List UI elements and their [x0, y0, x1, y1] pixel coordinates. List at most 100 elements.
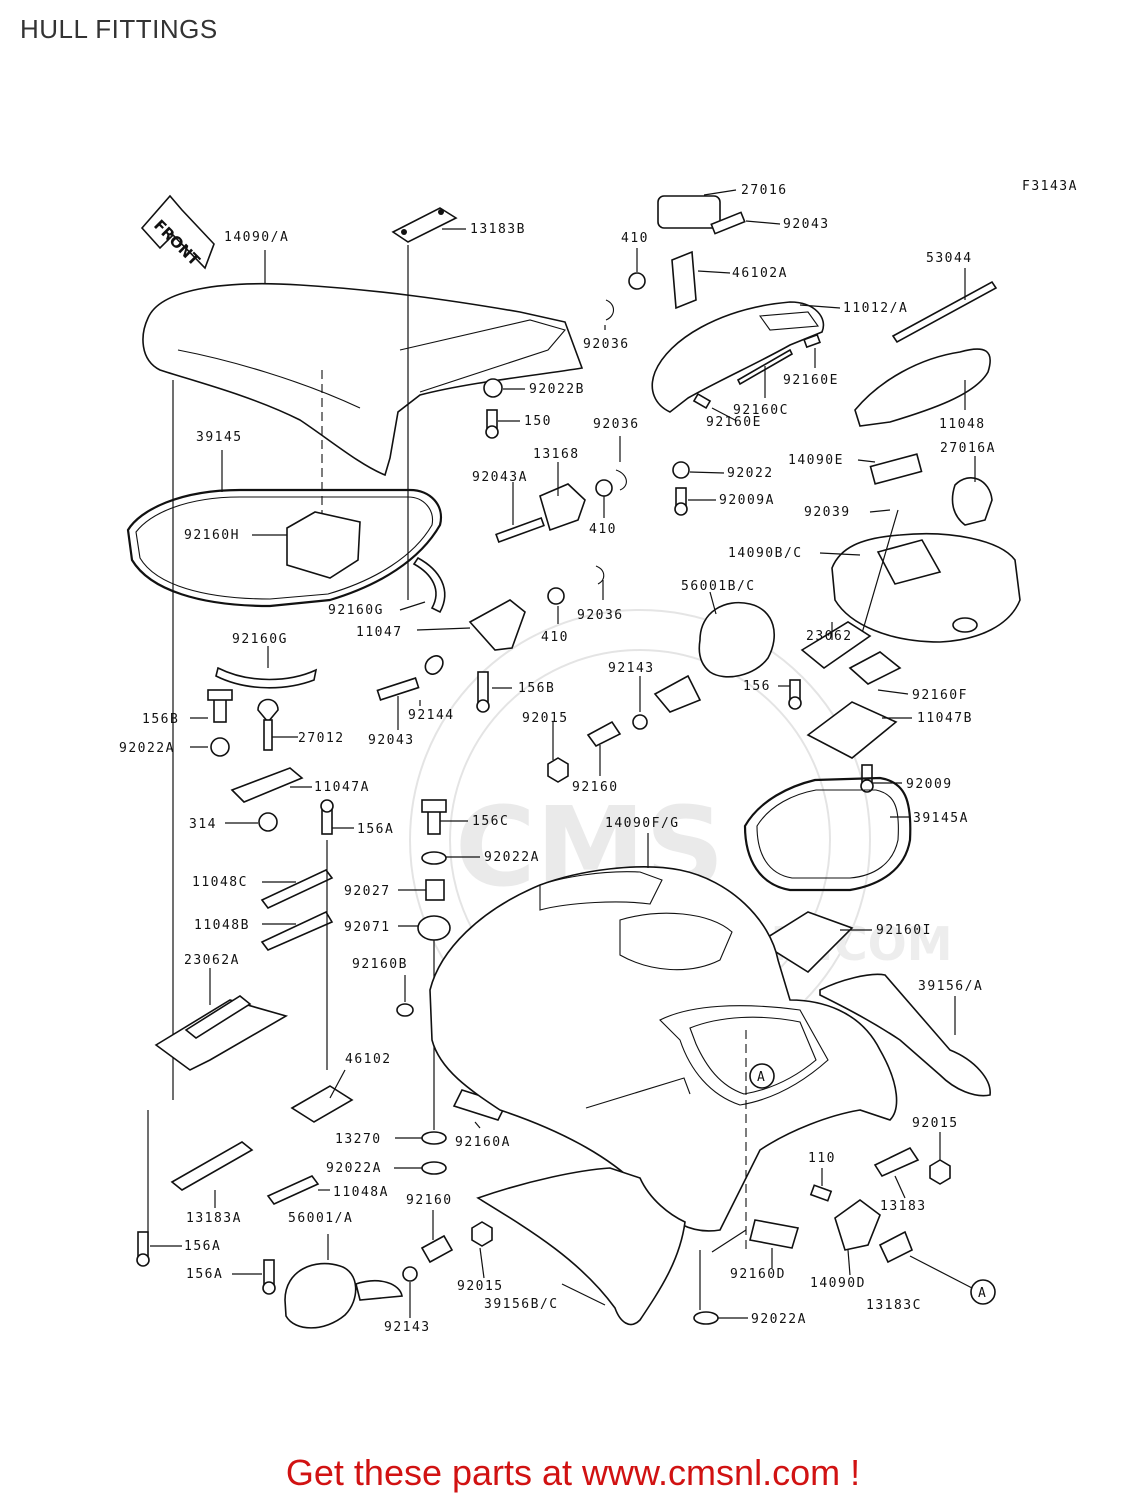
washer-92022	[672, 461, 690, 479]
label-14090bc: 14090B/C	[728, 546, 803, 561]
label-11047b: 11047B	[917, 711, 973, 726]
label-13168: 13168	[533, 447, 580, 462]
pad-92160e-b	[692, 392, 712, 410]
figure-code: F3143A	[1022, 179, 1078, 194]
label-92043a: 92043A	[472, 470, 528, 485]
frame-39145a	[743, 776, 912, 892]
label-27012: 27012	[298, 731, 345, 746]
hull-cover-top	[142, 282, 584, 520]
strip-53044	[891, 280, 998, 344]
washer-92022a-c	[421, 1161, 447, 1175]
label-92022a-c: 92022A	[326, 1161, 382, 1176]
pad-92160-b	[420, 1234, 454, 1264]
label-13183a: 13183A	[186, 1211, 242, 1226]
label-92160e-b: 92160E	[706, 415, 762, 430]
label-39156bc: 39156B/C	[484, 1297, 559, 1312]
bolt-156a-b	[136, 1231, 150, 1267]
label-156c: 156C	[472, 814, 509, 829]
bracket-46102a	[671, 250, 697, 310]
label-92043-low: 92043	[368, 733, 415, 748]
label-11048c: 11048C	[192, 875, 248, 890]
pad-92160b	[396, 1003, 414, 1017]
label-92143-a: 92143	[608, 661, 655, 676]
label-11048: 11048	[939, 417, 986, 432]
collar-92027	[425, 879, 445, 901]
label-92160b: 92160B	[352, 957, 408, 972]
label-156a-a: 156A	[357, 822, 394, 837]
eyebolt-27012	[257, 698, 279, 724]
label-92022b: 92022B	[529, 382, 585, 397]
hinge-23062a	[136, 995, 354, 1295]
washer-92143-a	[632, 714, 648, 730]
label-92039: 92039	[804, 505, 851, 520]
label-92160g-a: 92160G	[328, 603, 384, 618]
bolt-92009a	[674, 487, 688, 516]
label-92071: 92071	[344, 920, 391, 935]
label-14090d: 14090D	[810, 1276, 866, 1291]
part-labels: 14090/A 13183B 27016 92043 410 46102A 53…	[119, 183, 994, 1335]
nut-92015-c	[471, 1221, 493, 1247]
label-46102a: 46102A	[732, 266, 788, 281]
label-92015-b: 92015	[912, 1116, 959, 1131]
plate-13183b	[391, 207, 458, 600]
label-11047a: 11047A	[314, 780, 370, 795]
label-410-mid: 410	[589, 522, 617, 537]
bolt-92043-top	[710, 211, 746, 235]
label-92015-a: 92015	[522, 711, 569, 726]
label-92009: 92009	[906, 777, 953, 792]
gasket-92160f	[848, 651, 902, 685]
label-156b-b: 156B	[142, 712, 179, 727]
washer-92022b	[483, 378, 503, 398]
bolt-156a-a	[320, 799, 334, 835]
cap-27016	[657, 195, 721, 229]
label-156a-b: 156A	[184, 1239, 221, 1254]
seal-ring-39145	[126, 488, 443, 608]
bracket-11047	[376, 565, 605, 713]
label-39156a: 39156/A	[918, 979, 983, 994]
right-lower-hardware	[693, 1146, 951, 1325]
label-11048a: 11048A	[333, 1185, 389, 1200]
label-150: 150	[524, 414, 552, 429]
fairing-39156a	[819, 973, 991, 1097]
label-92160i: 92160I	[876, 923, 932, 938]
label-92022a-b: 92022A	[484, 850, 540, 865]
label-92043-top: 92043	[783, 217, 830, 232]
hull-body-14090fg	[429, 866, 898, 1250]
label-314: 314	[189, 817, 217, 832]
front-arrow-icon: FRONT	[140, 194, 215, 270]
pad-92160i	[758, 911, 854, 974]
label-11048b: 11048B	[194, 918, 250, 933]
bolt-156a-c	[262, 1259, 276, 1295]
label-14090a: 14090/A	[224, 230, 289, 245]
label-92036-b: 92036	[593, 417, 640, 432]
label-14090fg: 14090F/G	[605, 816, 680, 831]
label-92022: 92022	[727, 466, 774, 481]
label-92143-b: 92143	[384, 1320, 431, 1335]
plate-13183a	[170, 1141, 254, 1191]
strip-92160g-b	[215, 666, 318, 689]
label-92144: 92144	[408, 708, 455, 723]
label-92022a-a: 92022A	[119, 741, 175, 756]
fairing-39156bc	[476, 1167, 686, 1326]
label-13183: 13183	[880, 1199, 927, 1214]
label-410-top: 410	[621, 231, 649, 246]
mirror-56001bc	[653, 601, 776, 713]
label-92036-c: 92036	[577, 608, 624, 623]
label-13183b: 13183B	[470, 222, 526, 237]
label-92160c: 92160C	[733, 403, 789, 418]
plate-11047a	[230, 767, 304, 803]
label-92009a: 92009A	[719, 493, 775, 508]
label-23062a: 23062A	[184, 953, 240, 968]
label-92160f: 92160F	[912, 688, 968, 703]
bracket-13168	[495, 469, 627, 543]
label-92036-a: 92036	[583, 337, 630, 352]
pad-92160	[586, 720, 622, 748]
nut-92015-b	[929, 1159, 951, 1185]
label-56001bc: 56001B/C	[681, 579, 756, 594]
hinge-23062	[788, 621, 902, 793]
cap-27016a	[951, 477, 993, 526]
label-27016: 27016	[741, 183, 788, 198]
label-156a-c: 156A	[186, 1267, 223, 1282]
label-39145: 39145	[196, 430, 243, 445]
